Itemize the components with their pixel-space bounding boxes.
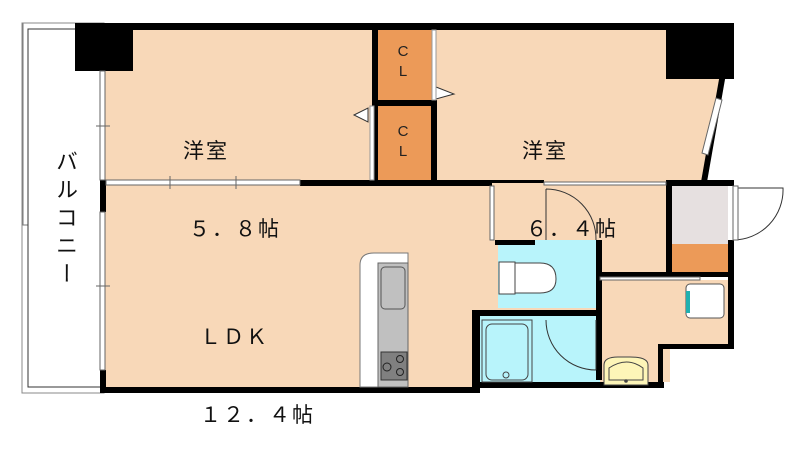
bathtub (481, 319, 533, 383)
balcony (21, 22, 105, 394)
room-name: ＬＤＫ (200, 325, 269, 349)
room-size: ６．４帖 (526, 217, 618, 241)
washing-machine (685, 283, 725, 319)
room-label-western-1: 洋室 ５．８帖 (183, 86, 281, 268)
closet-label-line: L (398, 143, 408, 160)
door-swings (545, 187, 784, 371)
room-label-ldk: ＬＤＫ １２．４帖 (200, 272, 315, 454)
closet-label-lower: C L (388, 122, 418, 162)
entry-storage (672, 186, 728, 276)
kitchen (359, 252, 409, 388)
room-label-western-2: 洋室 ６．４帖 (522, 86, 618, 268)
room-size: １２．４帖 (200, 403, 315, 427)
toilet-fixture (498, 261, 557, 295)
closet-label-line: C (397, 43, 409, 60)
room-name: 洋室 (183, 139, 229, 163)
closets (376, 30, 432, 180)
washbasin (603, 356, 649, 386)
entrance-door (732, 185, 739, 241)
closet-label-line: L (398, 63, 408, 80)
windows (96, 70, 723, 371)
balcony-label: バルコニー (52, 150, 77, 290)
floorplan-canvas (21, 22, 784, 394)
closet-label-line: C (397, 123, 409, 140)
room-name: 洋室 (522, 139, 568, 163)
closet-label-upper: C L (388, 42, 418, 82)
room-size: ５．８帖 (189, 217, 281, 241)
walls (75, 23, 734, 393)
closet-doors (352, 29, 456, 181)
